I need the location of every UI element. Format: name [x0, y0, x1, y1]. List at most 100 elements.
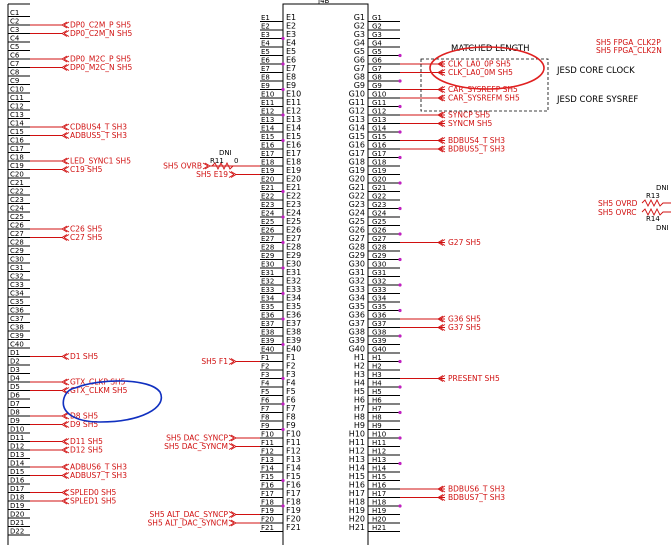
center-outer-right-pin: H16	[372, 482, 387, 490]
center-inner-left-pin: E5	[286, 47, 296, 56]
center-outer-right-pin: G28	[372, 244, 386, 252]
center-outer-left-pin: E35	[261, 303, 274, 311]
center-inner-left-pin: E29	[286, 251, 301, 260]
pin-dot	[398, 436, 402, 440]
center-outer-right-pin: H10	[372, 431, 386, 439]
center-inner-right-pin: G9	[354, 81, 365, 90]
center-outer-left-pin: F8	[261, 414, 269, 422]
center-outer-right-pin: G21	[372, 184, 386, 192]
center-inner-right-pin: H4	[354, 379, 365, 388]
left-pin-label: C7	[10, 60, 19, 68]
center-inner-left-pin: E35	[286, 302, 301, 311]
center-outer-right-pin: G26	[372, 227, 387, 235]
net-label: DP0_C2M_P SH5	[70, 21, 131, 30]
left-pin-label: D2	[10, 358, 20, 366]
left-pin-label: C4	[10, 35, 20, 43]
net-label: DP0_M2C_N SH5	[70, 63, 132, 72]
center-outer-left-pin: F3	[261, 371, 269, 379]
center-inner-left-pin: F19	[286, 506, 301, 515]
center-outer-left-pin: E20	[261, 176, 274, 184]
net-arrow-icon	[61, 123, 70, 131]
net-arrow-icon	[61, 489, 70, 496]
left-pin-label: C28	[10, 239, 24, 247]
center-outer-left-pin: F10	[261, 431, 274, 439]
center-inner-right-pin: H8	[354, 413, 365, 422]
left-pin-label: D19	[10, 502, 24, 510]
left-pin-label: D6	[10, 392, 20, 400]
center-inner-left-pin: E34	[286, 294, 301, 303]
net-label: SH5 OVRC	[598, 208, 637, 217]
center-inner-right-pin: G17	[349, 149, 365, 158]
center-outer-right-pin: H15	[372, 473, 386, 481]
net-label: BDBUS7_T SH3	[448, 493, 505, 502]
center-outer-left-pin: F5	[261, 388, 269, 396]
net-label: DP0_C2M_N SH5	[70, 29, 132, 38]
center-inner-left-pin: E33	[286, 285, 301, 294]
net-label: GTX_CLKM SH5	[70, 386, 128, 395]
center-outer-left-pin: E32	[261, 278, 274, 286]
center-outer-left-pin: E30	[261, 261, 274, 269]
center-inner-left-pin: E8	[286, 73, 296, 82]
net-label: SH5 ALT_DAC_SYNCP	[149, 510, 228, 519]
matched-length-box	[420, 58, 549, 112]
center-outer-left-pin: E31	[261, 269, 274, 277]
center-outer-left-pin: E15	[261, 133, 274, 141]
net-label: C19 SH5	[70, 165, 103, 174]
center-inner-right-pin: G30	[349, 260, 365, 269]
left-pin-label: C12	[10, 103, 24, 111]
left-pin-label: D20	[10, 511, 24, 519]
center-outer-left-pin: F17	[261, 490, 274, 498]
center-outer-left-pin: E17	[261, 150, 274, 158]
net-label: D12 SH5	[70, 446, 103, 455]
center-outer-left-pin: E10	[261, 91, 274, 99]
center-inner-left-pin: E4	[286, 39, 296, 48]
center-outer-right-pin: G25	[372, 218, 386, 226]
net-label: D11 SH5	[70, 437, 103, 446]
center-outer-right-pin: G6	[372, 57, 382, 65]
center-inner-left-pin: E14	[286, 124, 301, 133]
center-outer-right-pin: H11	[372, 439, 386, 447]
center-inner-left-pin: F8	[286, 413, 296, 422]
net-arrow-icon	[437, 60, 446, 68]
center-outer-right-pin: G37	[372, 320, 386, 328]
left-pin-label: C21	[10, 179, 24, 187]
net-arrow-icon	[61, 21, 70, 29]
center-inner-right-pin: G40	[349, 345, 365, 354]
center-inner-right-pin: G6	[354, 56, 365, 65]
center-inner-left-pin: E30	[286, 260, 301, 269]
center-outer-left-pin: E26	[261, 227, 275, 235]
center-inner-left-pin: F20	[286, 515, 301, 524]
center-inner-right-pin: H7	[354, 404, 365, 413]
left-pin-label: C36	[10, 307, 24, 315]
center-inner-left-pin: E37	[286, 319, 301, 328]
center-inner-left-pin: E24	[286, 209, 301, 218]
center-outer-right-pin: G39	[372, 337, 386, 345]
net-label: G37 SH5	[448, 323, 481, 332]
center-outer-right-pin: H20	[372, 516, 386, 524]
pin-dot	[281, 215, 285, 219]
net-label: PRESENT SH5	[448, 374, 500, 383]
center-inner-left-pin: F15	[286, 472, 301, 481]
r11-value: 0	[234, 157, 238, 165]
net-arrow-icon	[437, 69, 446, 76]
left-pin-label: D16	[10, 477, 25, 485]
net-arrow-icon	[61, 387, 70, 394]
net-label: SH5 F1	[201, 357, 228, 366]
center-outer-left-pin: E38	[261, 329, 274, 337]
left-pin-label: C3	[10, 26, 19, 34]
center-inner-right-pin: G11	[349, 98, 365, 107]
net-arrow-icon	[61, 30, 70, 37]
center-inner-right-pin: H21	[349, 523, 365, 532]
net-arrow-icon	[61, 378, 70, 386]
center-inner-left-pin: E28	[286, 243, 301, 252]
pin-dot	[281, 189, 285, 194]
net-arrow-icon	[202, 162, 211, 170]
center-outer-left-pin: E21	[261, 184, 274, 192]
left-pin-label: C30	[10, 256, 24, 264]
center-inner-right-pin: G37	[349, 319, 365, 328]
center-inner-right-pin: G10	[349, 90, 365, 99]
center-outer-right-pin: G30	[372, 261, 386, 269]
net-arrow-icon	[228, 434, 237, 442]
net-label: C27 SH5	[70, 233, 103, 242]
